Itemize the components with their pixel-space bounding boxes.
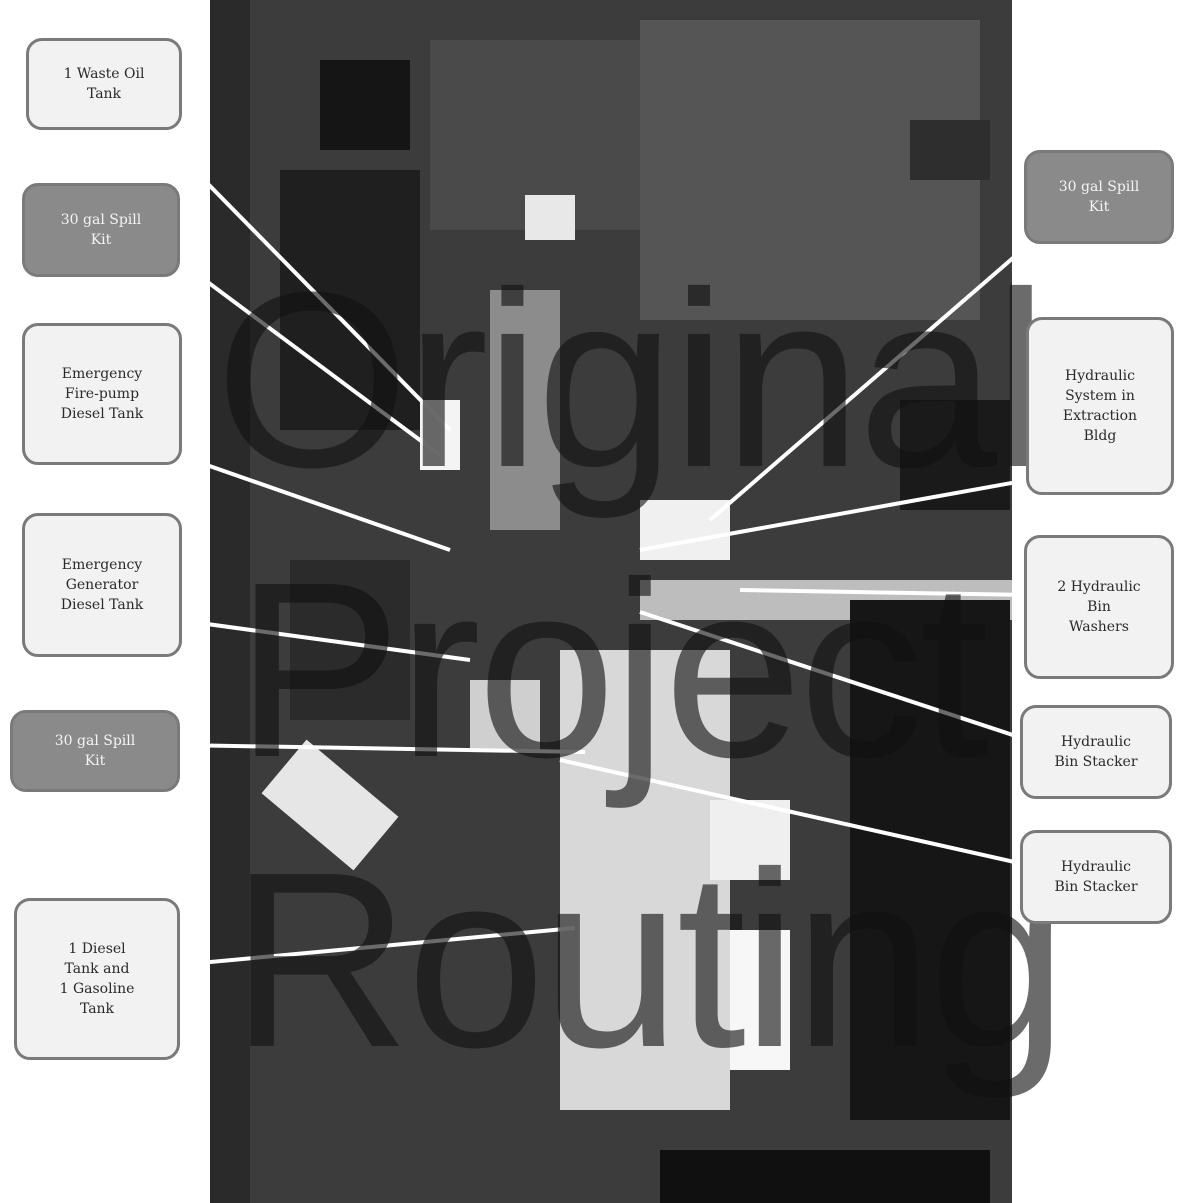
callout-hydraulic-system-extraction: Hydraulic System in Extraction Bldg — [1026, 317, 1174, 495]
watermark-line-2: Project — [235, 530, 989, 809]
callout-hydraulic-bin-stacker-2: Hydraulic Bin Stacker — [1020, 830, 1172, 924]
callout-generator-diesel-tank: Emergency Generator Diesel Tank — [22, 513, 182, 657]
long-roof-building — [490, 290, 560, 530]
white-strip — [730, 930, 790, 1070]
grey-roof — [470, 680, 540, 750]
callout-spill-kit-1: 30 gal Spill Kit — [22, 183, 180, 277]
callout-spill-kit-3: 30 gal Spill Kit — [1024, 150, 1174, 244]
callout-fire-pump-diesel-tank: Emergency Fire-pump Diesel Tank — [22, 323, 182, 465]
callout-waste-oil-tank: 1 Waste Oil Tank — [26, 38, 182, 130]
callout-hydraulic-bin-stacker-1: Hydraulic Bin Stacker — [1020, 705, 1172, 799]
watermark-line-1: Original — [215, 240, 1048, 519]
tank-structure — [910, 120, 990, 180]
south-edge-shadow — [660, 1150, 990, 1203]
callout-diesel-gasoline-tanks: 1 Diesel Tank and 1 Gasoline Tank — [14, 898, 180, 1060]
callout-spill-kit-2: 30 gal Spill Kit — [10, 710, 180, 792]
callout-hydraulic-bin-washers: 2 Hydraulic Bin Washers — [1024, 535, 1174, 679]
white-roof-small — [525, 195, 575, 240]
dark-structure — [320, 60, 410, 150]
watermark-line-3: Routing — [230, 820, 1068, 1099]
